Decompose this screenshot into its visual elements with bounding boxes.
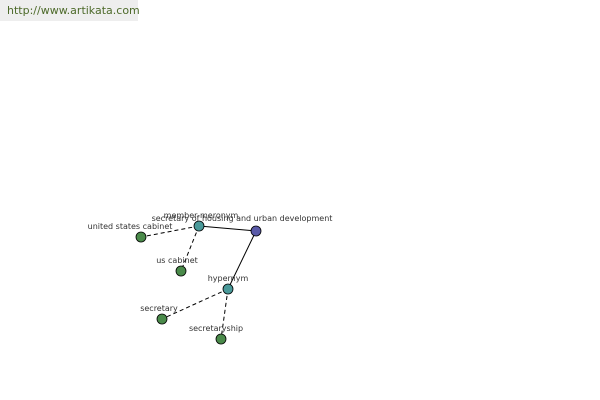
leaf-node-secretary[interactable] — [156, 313, 168, 325]
edge-hypernym-to-secretaryship — [220, 288, 229, 340]
leaf-label-us-cabinet[interactable]: us cabinet — [156, 256, 198, 265]
edge-center-to-member-meronym — [198, 225, 257, 232]
center-node[interactable] — [250, 225, 262, 237]
edge-hypernym-to-secretary — [161, 288, 229, 320]
edge-member-meronym-to-us-cabinet — [180, 225, 200, 272]
edge-center-to-hypernym — [227, 230, 257, 290]
site-link[interactable]: http://www.artikata.com — [7, 4, 140, 17]
nodes — [135, 220, 262, 345]
leaf-node-us-cabinet[interactable] — [175, 265, 187, 277]
leaf-node-secretaryship[interactable] — [215, 333, 227, 345]
leaf-node-united-states-cabinet[interactable] — [135, 231, 147, 243]
leaf-label-secretary[interactable]: secretary — [140, 304, 178, 313]
edge-member-meronym-to-united-states-cabinet — [140, 225, 200, 238]
center-label[interactable]: secretary of housing and urban developme… — [152, 214, 333, 223]
relation-label-member-meronym: member meronym — [164, 211, 239, 220]
relation-label-hypernym: hypernym — [208, 274, 249, 283]
labels: member meronym secretary of housing and … — [88, 211, 333, 333]
url-bar: http://www.artikata.com — [0, 0, 140, 21]
relation-node-hypernym[interactable] — [222, 283, 234, 295]
leaf-label-united-states-cabinet[interactable]: united states cabinet — [88, 222, 173, 231]
leaf-label-secretaryship[interactable]: secretaryship — [189, 324, 243, 333]
relation-node-member-meronym[interactable] — [193, 220, 205, 232]
edges — [140, 225, 257, 340]
